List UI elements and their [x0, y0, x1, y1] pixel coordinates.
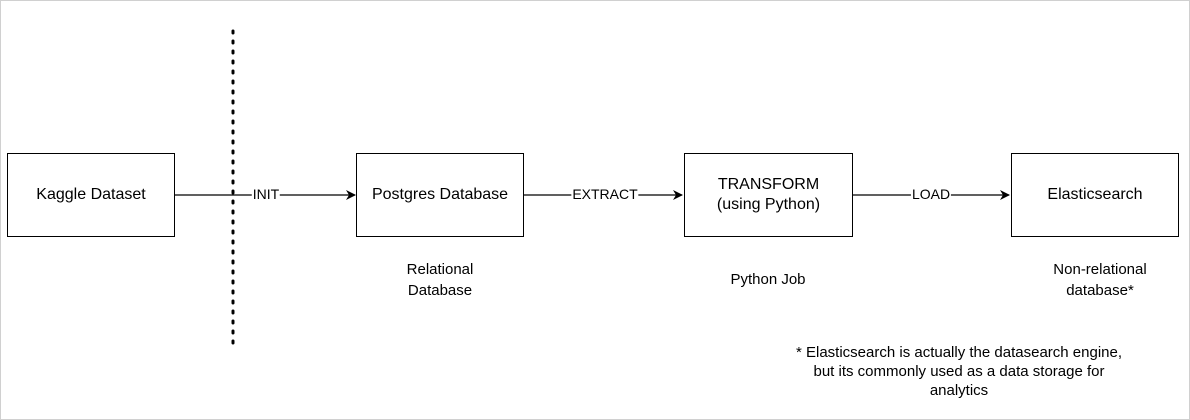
caption-transform-line1: Python Job [730, 271, 806, 288]
footnote-line2: but its commonly used as a data storage … [813, 363, 1105, 380]
caption-postgres: Relational Database [390, 259, 490, 301]
footnote-line3: analytics [929, 382, 989, 399]
footnote-line1: * Elasticsearch is actually the datasear… [795, 344, 1122, 361]
caption-elastic-line1: Non-relational [1053, 261, 1147, 278]
node-postgres-database[interactable]: Postgres Database [356, 153, 524, 237]
footnote: * Elasticsearch is actually the datasear… [759, 343, 1159, 400]
edge-extract-label: EXTRACT [571, 186, 639, 202]
caption-elastic: Non-relational database* [1035, 259, 1165, 301]
node-elasticsearch-label: Elasticsearch [1047, 186, 1143, 203]
caption-transform: Python Job [708, 269, 828, 290]
caption-postgres-line1: Relational [406, 261, 474, 278]
node-kaggle-dataset[interactable]: Kaggle Dataset [7, 153, 175, 237]
node-elasticsearch[interactable]: Elasticsearch [1011, 153, 1179, 237]
caption-elastic-line2: database* [1066, 282, 1134, 299]
node-transform-label-line1: TRANSFORM [717, 176, 820, 193]
edge-load-label: LOAD [910, 186, 952, 202]
edge-init-label: INIT [251, 186, 281, 202]
node-transform-label-line2: (using Python) [716, 196, 821, 213]
caption-postgres-line2: Database [407, 282, 473, 299]
node-kaggle-dataset-label: Kaggle Dataset [36, 186, 146, 203]
node-transform[interactable]: TRANSFORM (using Python) [684, 153, 853, 237]
node-postgres-database-label: Postgres Database [371, 186, 509, 203]
